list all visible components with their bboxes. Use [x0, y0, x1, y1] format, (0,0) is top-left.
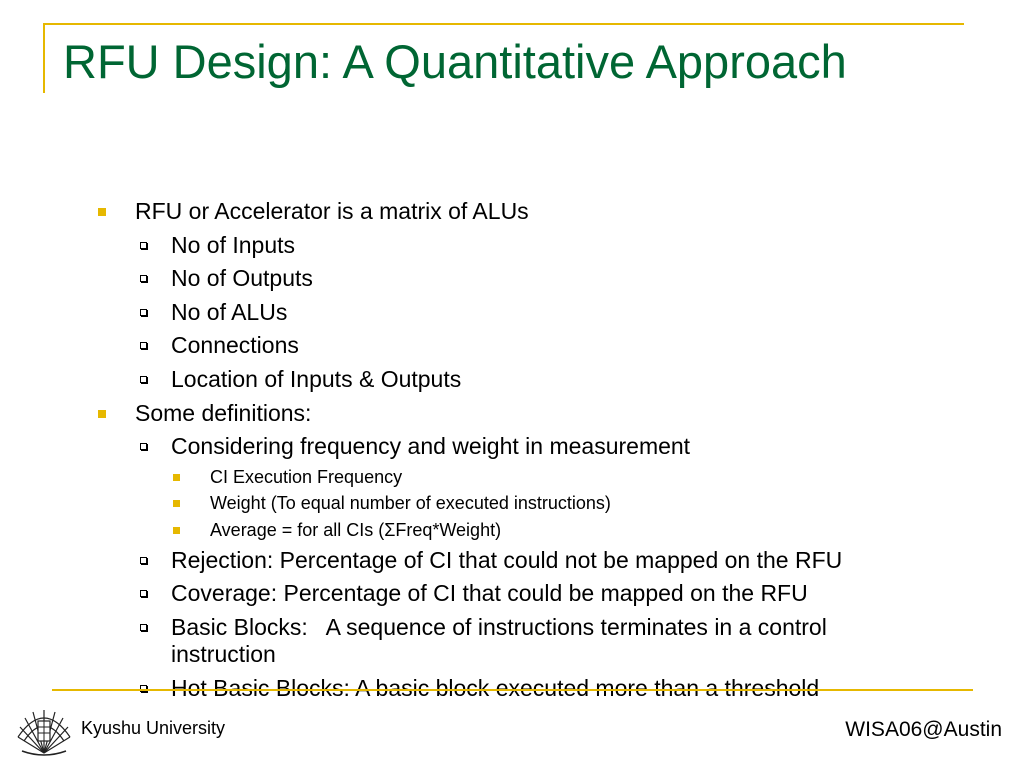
- square-bullet-icon: [98, 208, 106, 216]
- sub-sub-bullet-item: CI Execution Frequency: [96, 467, 936, 489]
- bullet-text: No of Inputs: [171, 231, 296, 258]
- kyushu-university-emblem-icon: [17, 710, 71, 756]
- hollow-square-bullet-icon: [140, 342, 147, 350]
- sub-bullet-item: No of Outputs: [96, 265, 936, 293]
- bullet-text: Some definitions:: [135, 399, 312, 426]
- slide-content: RFU or Accelerator is a matrix of ALUs N…: [96, 198, 936, 709]
- bullet-text: No of Outputs: [171, 265, 313, 292]
- bullet-text: Connections: [171, 332, 299, 359]
- sub-bullet-item: Considering frequency and weight in meas…: [96, 433, 936, 461]
- sub-bullet-item: Hot Basic Blocks: A basic block executed…: [96, 675, 936, 703]
- bullet-text: Considering frequency and weight in meas…: [171, 433, 691, 460]
- bullet-item: Some definitions:: [96, 400, 936, 428]
- bullet-text: CI Execution Frequency: [210, 466, 403, 487]
- sub-sub-bullet-item: Average = for all CIs (ΣFreq*Weight): [96, 520, 936, 542]
- square-bullet-icon: [98, 409, 106, 418]
- sub-bullet-item: Connections: [96, 332, 936, 360]
- bullet-text: No of ALUs: [171, 298, 288, 325]
- bullet-text-continuation: instruction: [171, 641, 276, 668]
- bullet-text: Coverage: Percentage of CI that could be…: [171, 580, 808, 607]
- hollow-square-bullet-icon: [140, 623, 147, 631]
- hollow-square-bullet-icon: [140, 684, 147, 692]
- bullet-text: Average = for all CIs (ΣFreq*Weight): [210, 519, 502, 540]
- bullet-text: Hot Basic Blocks: A basic block executed…: [171, 674, 820, 701]
- bullet-item: RFU or Accelerator is a matrix of ALUs: [96, 198, 936, 226]
- footer-event: WISA06@Austin: [845, 718, 1002, 741]
- sub-bullet-item: Rejection: Percentage of CI that could n…: [96, 547, 936, 575]
- bullet-text: Rejection: Percentage of CI that could n…: [171, 546, 843, 573]
- footer-university-name: Kyushu University: [81, 718, 226, 738]
- footer-divider: [52, 689, 973, 691]
- hollow-square-bullet-icon: [140, 590, 147, 598]
- sub-bullet-item: Coverage: Percentage of CI that could be…: [96, 580, 936, 608]
- hollow-square-bullet-icon: [140, 443, 147, 451]
- hollow-square-bullet-icon: [140, 275, 147, 283]
- title-frame-top-line: [43, 23, 964, 25]
- small-square-bullet-icon: [173, 526, 180, 534]
- bullet-text: Weight (To equal number of executed inst…: [210, 493, 611, 514]
- small-square-bullet-icon: [173, 500, 180, 508]
- sub-bullet-item: Basic Blocks: A sequence of instructions…: [96, 614, 936, 669]
- sub-bullet-item: Location of Inputs & Outputs: [96, 366, 936, 394]
- slide-title: RFU Design: A Quantitative Approach: [63, 35, 847, 88]
- title-frame-left-line: [43, 23, 45, 93]
- hollow-square-bullet-icon: [140, 556, 147, 564]
- hollow-square-bullet-icon: [140, 241, 147, 249]
- hollow-square-bullet-icon: [140, 308, 147, 316]
- bullet-text: Basic Blocks: A sequence of instructions…: [171, 613, 827, 640]
- sub-bullet-item: No of Inputs: [96, 232, 936, 260]
- sub-sub-bullet-item: Weight (To equal number of executed inst…: [96, 493, 936, 515]
- small-square-bullet-icon: [173, 473, 180, 481]
- hollow-square-bullet-icon: [140, 375, 147, 383]
- bullet-text: RFU or Accelerator is a matrix of ALUs: [135, 198, 529, 224]
- bullet-text: Location of Inputs & Outputs: [171, 365, 462, 392]
- sub-bullet-item: No of ALUs: [96, 299, 936, 327]
